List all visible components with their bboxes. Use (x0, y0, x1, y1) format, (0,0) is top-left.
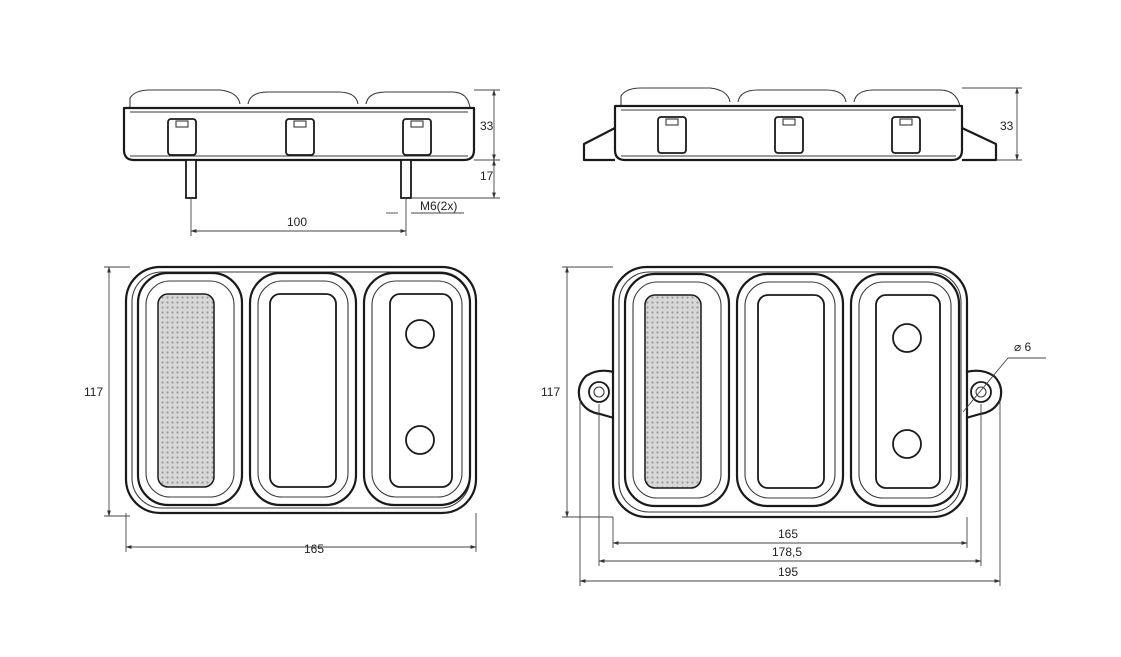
mounting-stud (400, 159, 412, 199)
side-view-with-studs: 33 17 100 M6(2x) (122, 89, 500, 236)
dim-height-label: 117 (84, 385, 103, 399)
led-dome (892, 429, 922, 459)
mounting-clip (774, 116, 804, 154)
dim-width-label: 165 (304, 542, 324, 556)
mounting-clip (285, 118, 315, 156)
led-dome (405, 319, 435, 349)
dim-height-label: 33 (480, 119, 494, 133)
led-dome (892, 323, 922, 353)
reflector-panel (157, 293, 215, 488)
reflector-panel (644, 294, 702, 489)
dim-hole-spacing-label: 178,5 (772, 545, 802, 559)
dim-stud-spacing-label: 100 (287, 215, 307, 229)
mounting-stud (185, 159, 197, 199)
mounting-clip (657, 116, 687, 154)
dim-thread-label: M6(2x) (420, 199, 457, 213)
dim-body-width-label: 165 (778, 527, 798, 541)
mounting-hole (588, 381, 610, 403)
dim-height-label: 117 (541, 385, 560, 399)
mounting-clip (167, 118, 197, 156)
front-view-flange-mount: 117 ⌀ 6 165 178,5 195 (541, 265, 1046, 586)
led-dome (405, 425, 435, 455)
dim-hole-diameter-label: ⌀ 6 (1014, 340, 1032, 354)
front-view-stud-mount: 117 165 (84, 265, 478, 556)
side-view-with-flanges: 33 (582, 87, 1022, 162)
dim-total-width-label: 195 (778, 565, 798, 579)
mounting-clip (402, 118, 432, 156)
dim-stud-length-label: 17 (480, 169, 494, 183)
mounting-clip (891, 116, 921, 154)
dim-height-label: 33 (1000, 119, 1014, 133)
